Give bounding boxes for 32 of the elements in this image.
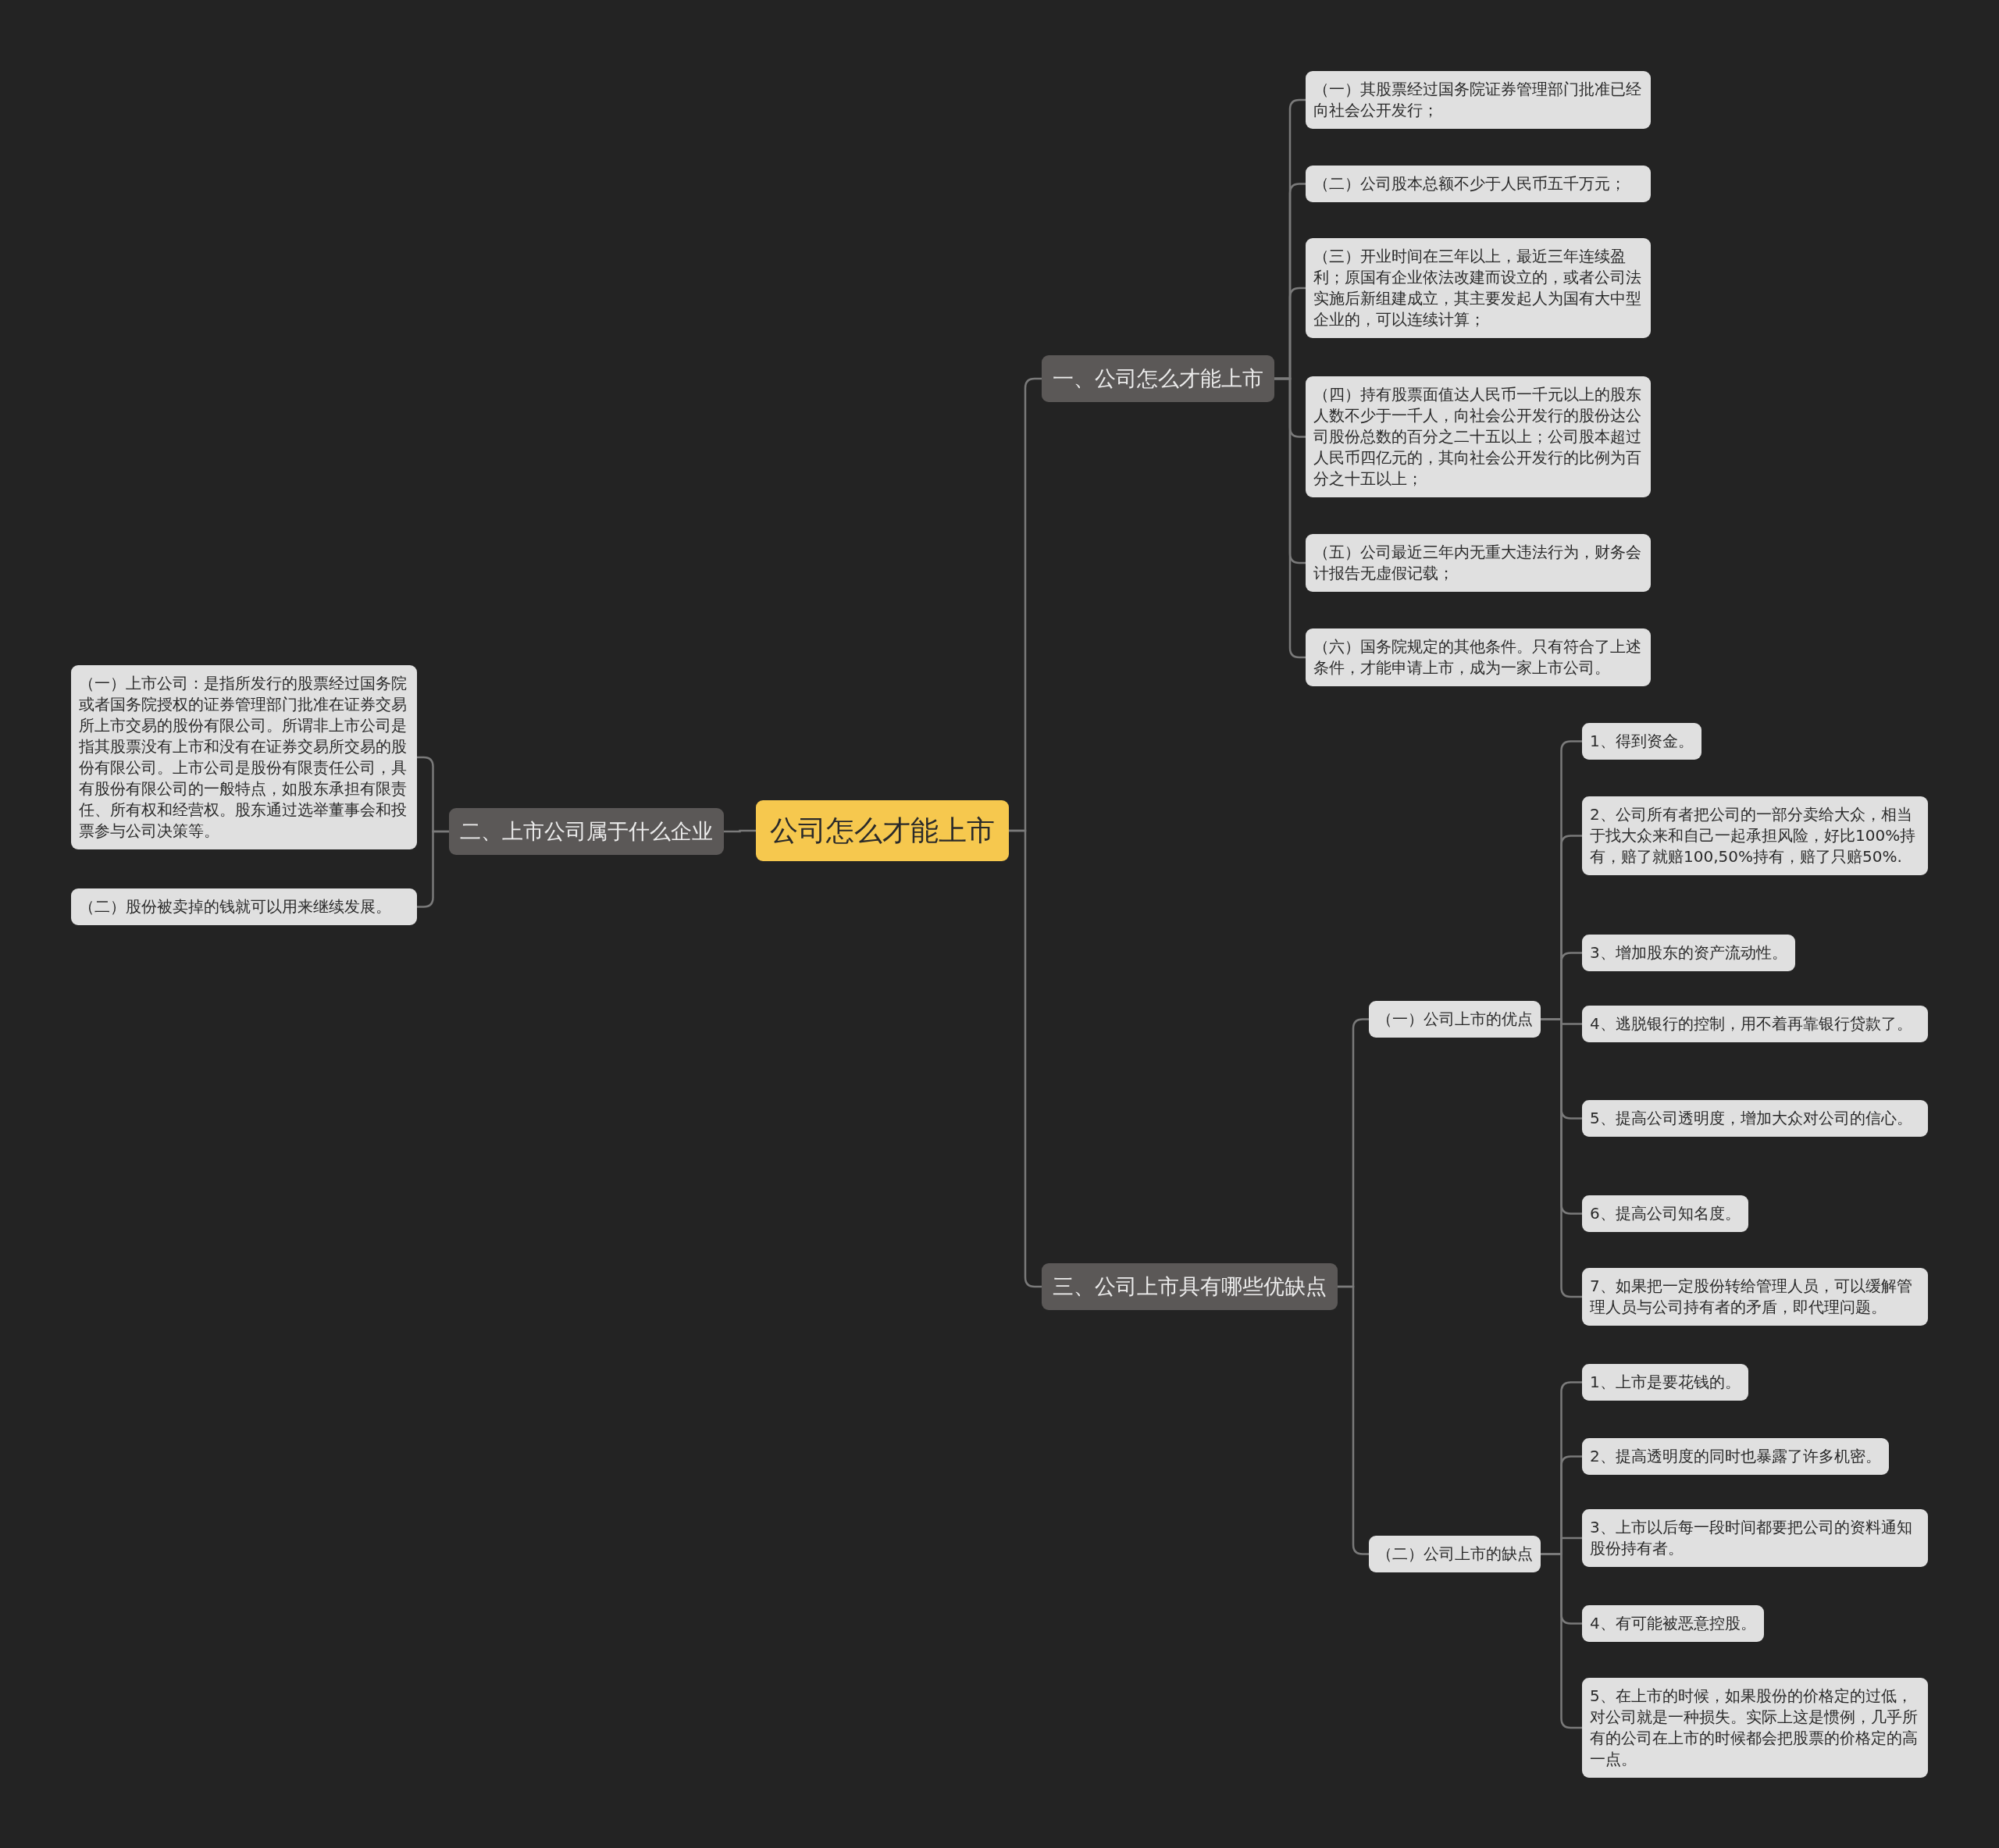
leaf-topic: 4、逃脱银行的控制，用不着再靠银行贷款了。 — [1582, 1006, 1928, 1042]
leaf-topic: 1、得到资金。 — [1582, 723, 1701, 760]
connector — [1541, 1018, 1582, 1298]
leaf-topic: （四）持有股票面值达人民币一千元以上的股东人数不少于一千人，向社会公开发行的股份达公司股份总数的百分之二十五以上；公司股本超过人民币四亿元的，其向社会公开发行的比例为百分之十五以上； — [1306, 376, 1651, 497]
leaf-topic: 3、增加股东的资产流动性。 — [1582, 935, 1795, 971]
leaf-topic: （二）公司股本总额不少于人民币五千万元； — [1306, 166, 1651, 202]
leaf-topic: 1、上市是要花钱的。 — [1582, 1364, 1748, 1401]
leaf-topic: 2、公司所有者把公司的一部分卖给大众，相当于找大众来和自己一起承担风险，好比100%持有，赔了就赔100,50%持有，赔了只赔50%. — [1582, 796, 1928, 875]
connector — [1274, 377, 1306, 659]
leaf-topic: 6、提高公司知名度。 — [1582, 1195, 1748, 1232]
leaf-topic: （六）国务院规定的其他条件。只有符合了上述条件，才能申请上市，成为一家上市公司。 — [1306, 628, 1651, 686]
leaf-topic: （三）开业时间在三年以上，最近三年连续盈利；原国有企业依法改建而设立的，或者公司法实施后新组建成立，其主要发起人为国有大中型企业的，可以连续计算； — [1306, 238, 1651, 338]
leaf-topic: 3、上市以后每一段时间都要把公司的资料通知股份持有者。 — [1582, 1509, 1928, 1567]
leaf-topic: （五）公司最近三年内无重大违法行为，财务会计报告无虚假记载； — [1306, 534, 1651, 592]
leaf-topic: （一）公司上市的优点 — [1369, 1001, 1541, 1038]
leaf-topic: （一）上市公司：是指所发行的股票经过国务院或者国务院授权的证券管理部门批准在证券交易所上市交易的股份有限公司。所谓非上市公司是指其股票没有上市和没有在证券交易所交易的股份有限公司。上市公司是股份有限责任公司，具有股份有限公司的一般特点，如股东承担有限责任、所有权和经营权。股东通过选举董事会和投票参与公司决策等。 — [71, 665, 417, 849]
connector — [1009, 829, 1042, 1288]
leaf-topic: （二）股份被卖掉的钱就可以用来继续发展。 — [71, 888, 417, 925]
leaf-topic: 2、提高透明度的同时也暴露了许多机密。 — [1582, 1438, 1889, 1475]
leaf-topic: 5、提高公司透明度，增加大众对公司的信心。 — [1582, 1100, 1928, 1137]
connector — [417, 830, 449, 908]
leaf-topic: 5、在上市的时候，如果股份的价格定的过低，对公司就是一种损失。实际上这是惯例，几乎所有的公司在上市的时候都会把股票的价格定的高一点。 — [1582, 1678, 1928, 1778]
leaf-topic: 4、有可能被恶意控股。 — [1582, 1605, 1764, 1642]
leaf-topic: 7、如果把一定股份转给管理人员，可以缓解管理人员与公司持有者的矛盾，即代理问题。 — [1582, 1268, 1928, 1326]
leaf-topic: （一）其股票经过国务院证券管理部门批准已经向社会公开发行； — [1306, 71, 1651, 129]
connector — [724, 829, 756, 833]
branch-topic: 二、上市公司属于什么企业 — [449, 808, 724, 855]
connector — [1338, 1285, 1369, 1555]
central-topic: 公司怎么才能上市 — [756, 800, 1009, 861]
branch-topic: 三、公司上市具有哪些优缺点 — [1042, 1263, 1338, 1310]
leaf-topic: （二）公司上市的缺点 — [1369, 1536, 1541, 1572]
branch-topic: 一、公司怎么才能上市 — [1042, 355, 1274, 402]
